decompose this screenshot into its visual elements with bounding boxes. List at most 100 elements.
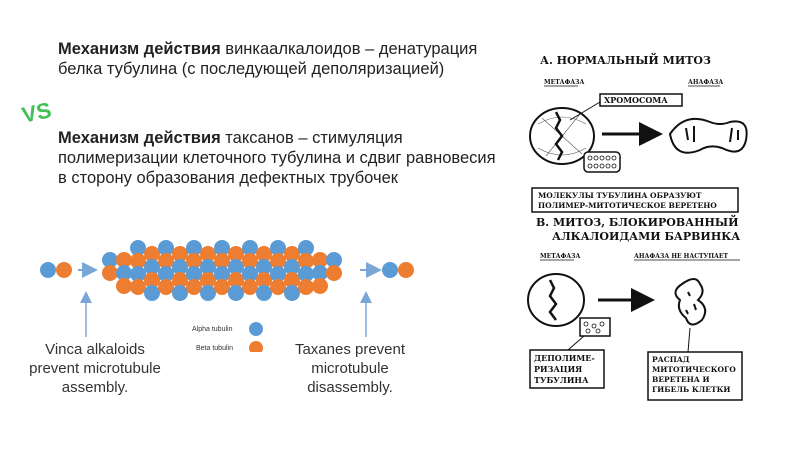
spindle-decay-line1: РАСПАД (652, 355, 690, 364)
section-a-title: А. НОРМАЛЬНЫЙ МИТОЗ (540, 52, 711, 67)
tubulin-subunit (144, 285, 160, 301)
metaphase-label-b: МЕТАФАЗА (540, 253, 580, 260)
mitosis-diagram: А. НОРМАЛЬНЫЙ МИТОЗ МЕТАФАЗА АНАФАЗА ХРО… (510, 48, 756, 420)
taxane-caption: Taxanes prevent microtubule disassembly. (294, 341, 406, 396)
tubulin-subunit (172, 285, 188, 301)
tubulin-subunit (158, 240, 174, 256)
tubulin-subunit (172, 246, 188, 262)
legend-beta-label: Beta tubulin (196, 345, 233, 352)
tubulin-subunit (312, 278, 328, 294)
tubulin-subunit (242, 279, 258, 295)
tubulin-subunit (172, 259, 188, 275)
chromosome-label: ХРОМОСОМА (604, 95, 668, 105)
tubulin-subunit (256, 285, 272, 301)
tubulin-subunit (270, 266, 286, 282)
taxane-mechanism-text: Механизм действия таксанов – стимуляция … (58, 128, 498, 188)
tubulin-subunit (116, 252, 132, 268)
metaphase-cell-a (529, 107, 595, 165)
tubulin-subunit (144, 246, 160, 262)
tubulin-subunit (284, 272, 300, 288)
depolymerization-line3: ТУБУЛИНА (534, 375, 589, 385)
released-alpha-tubulin (382, 262, 398, 278)
tubulin-subunit (228, 272, 244, 288)
anaphase-label-a: АНАФАЗА (688, 79, 723, 86)
tubulin-subunit (284, 259, 300, 275)
taxane-mechanism-heading: Механизм действия (58, 129, 221, 147)
tubulin-subunit (270, 279, 286, 295)
tubulin-subunit (158, 253, 174, 269)
legend-alpha-label: Alpha tubulin (192, 326, 233, 333)
tubulin-subunit (242, 240, 258, 256)
tubulin-subunit (200, 285, 216, 301)
tubulin-subunit (158, 279, 174, 295)
tubulin-subunit (214, 253, 230, 269)
section-b-title-line1: В. МИТОЗ, БЛОКИРОВАННЫЙ (536, 214, 739, 229)
free-beta-tubulin (56, 262, 72, 278)
tubulin-subunit (200, 272, 216, 288)
section-b-title-line2: АЛКАЛОИДАМИ БАРВИНКА (552, 230, 740, 243)
tubulin-subunit (256, 259, 272, 275)
tubulin-subunit (130, 240, 146, 256)
microtubule-lattice (102, 240, 342, 301)
depolymerization-line2: РИЗАЦИЯ (534, 364, 582, 374)
free-alpha-tubulin (40, 262, 56, 278)
vinca-mechanism-body: винкаалкалоидов – денатурация белка тубу… (58, 40, 478, 78)
tubulin-subunit (102, 265, 118, 281)
anaphase-cell-a (668, 118, 748, 154)
tubulin-subunit (298, 253, 314, 269)
depolymerization-line1: ДЕПОЛИМЕ- (534, 353, 595, 363)
tubulin-subunit (256, 246, 272, 262)
tubulin-subunit (144, 259, 160, 275)
tubulin-subunit (130, 266, 146, 282)
tubulin-subunit (298, 279, 314, 295)
vinca-caption: Vinca alkaloids prevent microtubule asse… (29, 341, 161, 396)
tubulin-subunit (284, 285, 300, 301)
tubulin-subunit (298, 240, 314, 256)
tubulin-subunit (284, 246, 300, 262)
tubulin-subunit (298, 266, 314, 282)
tubulin-subunit (270, 240, 286, 256)
tubulin-subunit (116, 265, 132, 281)
tubulin-polymer-line2: ПОЛИМЕР-МИТОТИЧЕСКОЕ ВЕРЕТЕНО (538, 201, 717, 210)
tubulin-subunit (116, 278, 132, 294)
metaphase-label-a: МЕТАФАЗА (544, 79, 584, 86)
metaphase-cell-b (527, 273, 585, 327)
legend-alpha-dot (249, 322, 263, 336)
tubulin-subunit (214, 266, 230, 282)
tubulin-subunit (242, 253, 258, 269)
vinca-mechanism-text: Механизм действия винкаалкалоидов – дена… (58, 39, 498, 79)
tubulin-subunit (312, 265, 328, 281)
tubulin-subunit (326, 265, 342, 281)
spindle-decay-line3: ВЕРЕТЕНА И (652, 375, 710, 384)
tubulin-subunit (130, 279, 146, 295)
tubulin-subunit (214, 279, 230, 295)
tubulin-subunit (158, 266, 174, 282)
spindle-decay-line4: ГИБЕЛЬ КЛЕТКИ (652, 385, 730, 394)
legend-beta-dot (249, 341, 263, 352)
tubulin-subunit (200, 246, 216, 262)
microtubule-diagram (40, 240, 414, 352)
blocked-cell (674, 278, 707, 326)
tubulin-subunit (144, 272, 160, 288)
tubulin-subunit (186, 279, 202, 295)
tubulin-subunit (326, 252, 342, 268)
tubulin-subunit (270, 253, 286, 269)
tubulin-subunit (312, 252, 328, 268)
tubulin-subunit (130, 253, 146, 269)
tubulin-subunit (242, 266, 258, 282)
tubulin-subunit (256, 272, 272, 288)
versus-label: VS (19, 97, 54, 128)
tubulin-subunit (186, 240, 202, 256)
tubulin-subunit (102, 252, 118, 268)
tubulin-polymer-line1: МОЛЕКУЛЫ ТУБУЛИНА ОБРАЗУЮТ (538, 191, 702, 200)
tubulin-subunit (214, 240, 230, 256)
anaphase-absent-label: АНАФАЗА НЕ НАСТУПАЕТ (634, 253, 728, 260)
tubulin-subunit (228, 259, 244, 275)
tubulin-subunit (172, 272, 188, 288)
tubulin-subunit (200, 259, 216, 275)
spindle-decay-line2: МИТОТИЧЕСКОГО (652, 365, 736, 374)
vinca-mechanism-heading: Механизм действия (58, 40, 221, 58)
taxane-mechanism-body: таксанов – стимуляция полимеризации клет… (58, 129, 496, 187)
released-beta-tubulin (398, 262, 414, 278)
tubulin-subunit (228, 285, 244, 301)
